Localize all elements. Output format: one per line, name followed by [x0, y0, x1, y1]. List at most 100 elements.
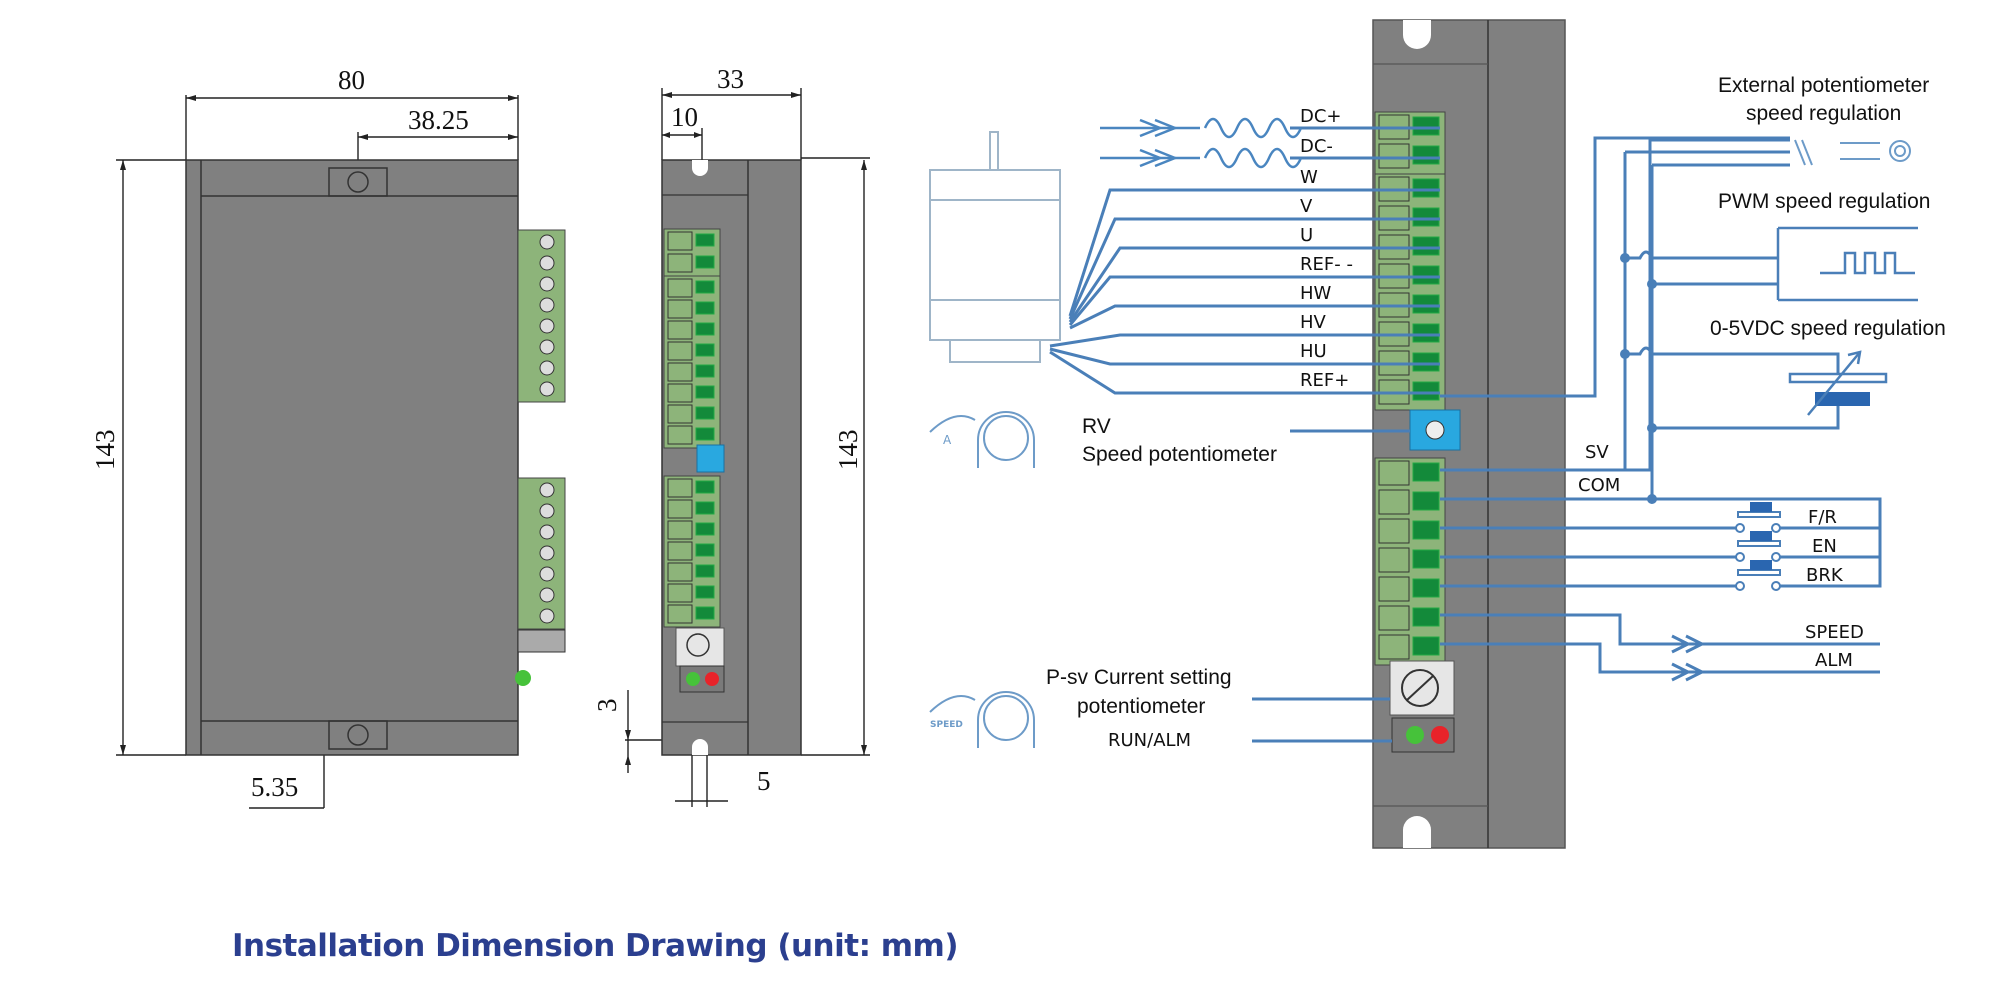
variable-resistor-icon	[1788, 350, 1888, 416]
pwm-wire	[1625, 250, 1778, 260]
pin-label: W	[1300, 167, 1318, 188]
switch-contact	[1771, 552, 1781, 562]
switches	[1440, 499, 1882, 682]
motor-wire	[1049, 347, 1440, 366]
terminal-block	[517, 229, 566, 403]
junction-dot	[1620, 253, 1630, 263]
dim-side-height: 143	[833, 430, 863, 471]
sv-bus	[1623, 150, 1790, 470]
terminal-slot	[667, 253, 693, 273]
switch-contact	[1735, 581, 1745, 591]
terminal-slot	[667, 604, 693, 624]
pin-label: HW	[1300, 283, 1332, 304]
terminal-slot	[667, 478, 693, 498]
motor-wire	[1069, 304, 1440, 330]
terminal-contact	[695, 606, 715, 620]
motor-icon	[929, 131, 1061, 363]
terminal-contact	[1412, 178, 1440, 198]
psv-label: P-sv Current setting	[1046, 666, 1232, 689]
push-button-icon	[1750, 531, 1772, 541]
arrow-icon	[1671, 662, 1706, 682]
terminal-slot	[667, 278, 693, 298]
svg-text:A: A	[943, 433, 952, 447]
led-indicator	[515, 670, 531, 686]
junction-dot	[1647, 423, 1657, 433]
dim-slot-width: 5	[757, 766, 771, 796]
terminal-contact	[1412, 145, 1440, 165]
dim-bottom-offset: 5.35	[251, 772, 298, 802]
terminal-screw-icon	[539, 608, 555, 624]
terminal-screw-icon	[539, 587, 555, 603]
terminal-slot	[667, 520, 693, 540]
terminal-slot	[1378, 605, 1410, 631]
terminal-slot	[667, 583, 693, 603]
terminal-contact	[1412, 236, 1440, 256]
terminal-slot	[667, 320, 693, 340]
terminal-contact	[695, 427, 715, 441]
speed-wire	[1440, 613, 1880, 646]
terminal-contact	[695, 385, 715, 399]
motor-wire	[1068, 217, 1440, 320]
terminal-screw-icon	[539, 545, 555, 561]
psv-sublabel: potentiometer	[1077, 695, 1205, 718]
svg-text:SPEED: SPEED	[930, 720, 963, 730]
pin-label: DC-	[1300, 136, 1333, 157]
pin-label: REF- -	[1300, 254, 1353, 275]
terminal-slot	[667, 341, 693, 361]
terminal-contact	[1412, 607, 1440, 627]
terminal-slot	[1378, 143, 1410, 169]
terminal-slot	[667, 383, 693, 403]
terminal-slot	[667, 404, 693, 424]
switch-contact	[1735, 523, 1745, 533]
terminal-screw-icon	[539, 360, 555, 376]
terminal-contact	[695, 301, 715, 315]
terminal-contact	[695, 564, 715, 578]
terminal-slot	[667, 231, 693, 251]
terminal-slot	[1378, 460, 1410, 486]
alm-wire	[1440, 642, 1880, 674]
terminal-contact	[695, 522, 715, 536]
terminal-contact	[695, 343, 715, 357]
pwm-signal-icon	[1776, 226, 1918, 302]
motor-wire	[1068, 246, 1440, 323]
wires	[1049, 126, 1882, 743]
pin-label: V	[1300, 196, 1313, 217]
terminal-slot	[1378, 547, 1410, 573]
terminal-contact	[695, 322, 715, 336]
switch-wire	[1440, 499, 1882, 588]
side-terminal-block	[663, 228, 721, 628]
vdc-label: 0-5VDC speed regulation	[1710, 317, 1946, 340]
pin-label: REF+	[1300, 370, 1349, 391]
terminal-contact	[695, 255, 715, 269]
dim-side-slot: 10	[671, 102, 698, 132]
terminal-slot	[1378, 489, 1410, 515]
dim-side-width: 33	[717, 64, 744, 94]
vdc-wire	[1625, 346, 1840, 374]
terminal-slot	[1378, 518, 1410, 544]
com-bus	[1650, 163, 1790, 499]
terminal-contact	[695, 585, 715, 599]
run-alm-label: RUN/ALM	[1108, 730, 1191, 751]
pin-label: HU	[1300, 341, 1327, 362]
ext-pot-label: External potentiometer	[1718, 74, 1929, 97]
terminal-screw-icon	[539, 234, 555, 250]
pin-label: SV	[1585, 442, 1609, 463]
terminal-slot	[667, 541, 693, 561]
led-alm	[705, 672, 719, 686]
pin-label: EN	[1812, 536, 1837, 557]
motor-wire	[1049, 333, 1440, 348]
dim-slot-depth: 3	[592, 699, 622, 713]
switch-contact	[1771, 581, 1781, 591]
terminal-slot	[1378, 576, 1410, 602]
pin-label: COM	[1578, 475, 1620, 496]
terminal-contact	[1412, 207, 1440, 227]
terminal-slot	[667, 499, 693, 519]
terminal-contact	[1412, 549, 1440, 569]
dim-front-width: 80	[338, 65, 365, 95]
pwm-label: PWM speed regulation	[1718, 190, 1930, 213]
rv-sublabel: Speed potentiometer	[1082, 443, 1277, 466]
pin-label: SPEED	[1805, 622, 1864, 643]
dim-screw-offset: 38.25	[408, 105, 469, 135]
sv-wire	[1440, 138, 1790, 472]
pin-label: U	[1300, 225, 1313, 246]
